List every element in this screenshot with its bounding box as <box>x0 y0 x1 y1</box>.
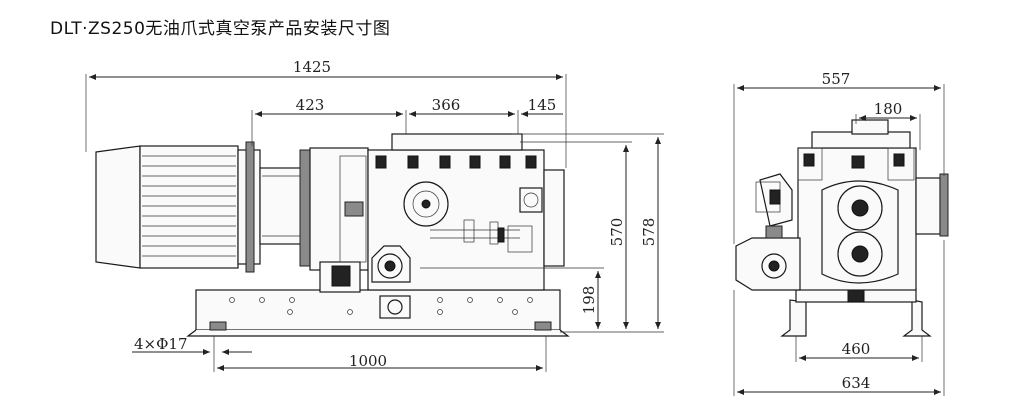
dim-423: 423 <box>296 96 325 114</box>
motor <box>95 141 311 273</box>
dim-570: 570 <box>608 218 626 247</box>
dim-557: 557 <box>822 70 851 88</box>
side-dimensions <box>733 84 945 396</box>
side-body <box>735 119 949 291</box>
dim-198: 198 <box>580 286 598 315</box>
dim-holes: 4×Φ17 <box>134 335 188 353</box>
side-base <box>780 287 932 337</box>
dim-460: 460 <box>842 340 871 358</box>
pump-body <box>344 133 565 291</box>
front-bottom-dimensions <box>132 336 547 372</box>
dim-145: 145 <box>528 96 557 114</box>
front-vertical-dimensions <box>420 133 664 333</box>
side-view: 557 180 460 634 <box>733 70 949 396</box>
front-top-dimensions <box>85 74 567 168</box>
dim-180: 180 <box>874 100 903 118</box>
dim-1000: 1000 <box>349 352 387 370</box>
dim-1425: 1425 <box>293 58 331 76</box>
dim-634: 634 <box>842 374 871 392</box>
front-view: 1425 423 366 145 1000 4×Φ17 570 578 198 <box>85 58 664 372</box>
gearbox <box>309 147 369 293</box>
base-plate <box>186 289 570 337</box>
dim-366: 366 <box>432 96 461 114</box>
drawing-title: DLT·ZS250无油爪式真空泵产品安装尺寸图 <box>50 19 391 39</box>
dim-578: 578 <box>640 218 658 247</box>
